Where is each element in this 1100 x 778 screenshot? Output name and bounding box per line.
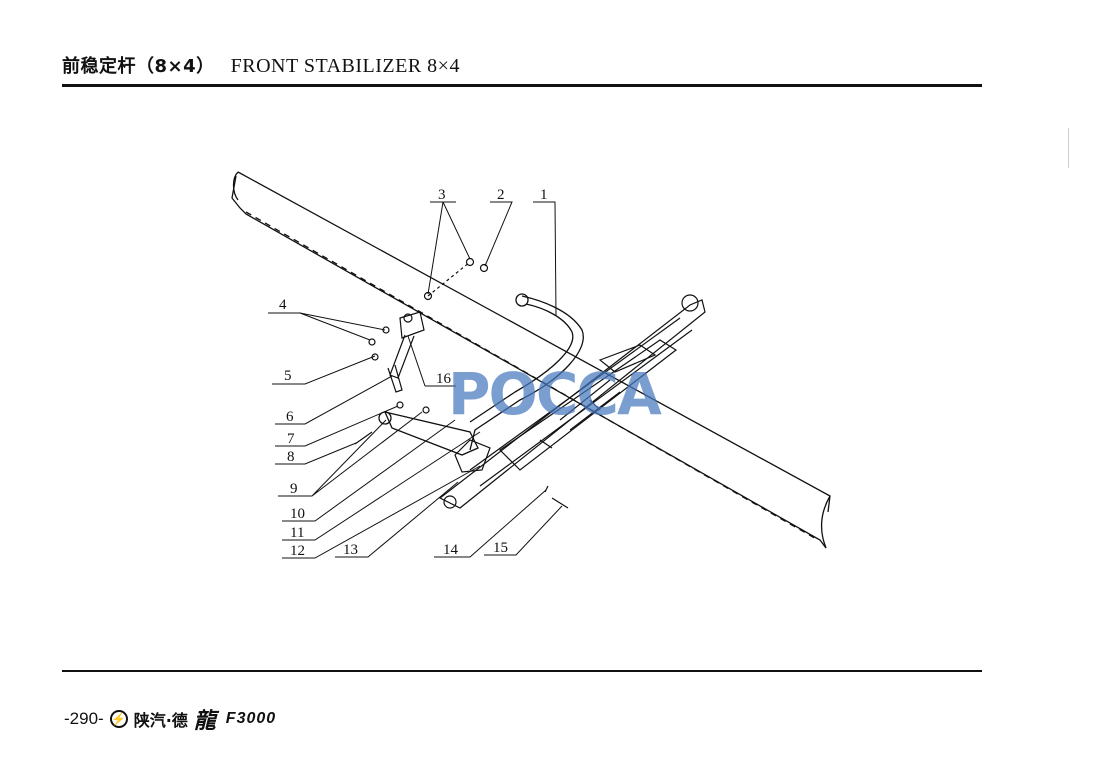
callout-10: 10 bbox=[290, 506, 305, 522]
callout-4: 4 bbox=[279, 297, 287, 313]
callout-3: 3 bbox=[438, 187, 446, 203]
callout-8: 8 bbox=[287, 449, 295, 465]
callout-5: 5 bbox=[284, 368, 292, 384]
callout-6: 6 bbox=[286, 409, 294, 425]
callout-11: 11 bbox=[290, 525, 304, 541]
leader-lines bbox=[268, 201, 563, 559]
bracket-and-link bbox=[354, 257, 569, 509]
title-english: FRONT STABILIZER 8×4 bbox=[230, 55, 460, 77]
callout-16: 16 bbox=[436, 371, 452, 387]
footer-rule bbox=[62, 670, 982, 672]
callout-15: 15 bbox=[493, 540, 508, 556]
callout-9: 9 bbox=[290, 481, 298, 497]
brand-name: 陕汽·德 bbox=[133, 711, 188, 730]
callout-2: 2 bbox=[497, 187, 505, 203]
callout-labels: 1 2 3 4 5 6 7 8 9 10 11 12 13 14 15 16 bbox=[279, 187, 548, 559]
page-number: -290- bbox=[64, 709, 104, 728]
frame-rail bbox=[231, 171, 831, 549]
title-chinese: 前稳定杆（8×4） bbox=[62, 56, 215, 77]
callout-12: 12 bbox=[290, 543, 305, 559]
brand-script: 龍 bbox=[193, 709, 216, 734]
axle-and-spring bbox=[438, 294, 706, 509]
callout-7: 7 bbox=[287, 431, 295, 447]
scan-mark bbox=[1068, 128, 1069, 168]
callout-14: 14 bbox=[443, 542, 459, 558]
model-name: F3000 bbox=[225, 710, 277, 727]
page-title: 前稳定杆（8×4） FRONT STABILIZER 8×4 bbox=[62, 52, 460, 78]
header-rule bbox=[62, 84, 982, 87]
watermark: POCCA bbox=[448, 360, 662, 428]
page-footer: -290- ⚡ 陕汽·德 龍 F3000 bbox=[64, 703, 276, 735]
shaanxi-logo-icon: ⚡ bbox=[109, 710, 128, 728]
callout-13: 13 bbox=[343, 542, 358, 558]
callout-1: 1 bbox=[540, 187, 548, 203]
